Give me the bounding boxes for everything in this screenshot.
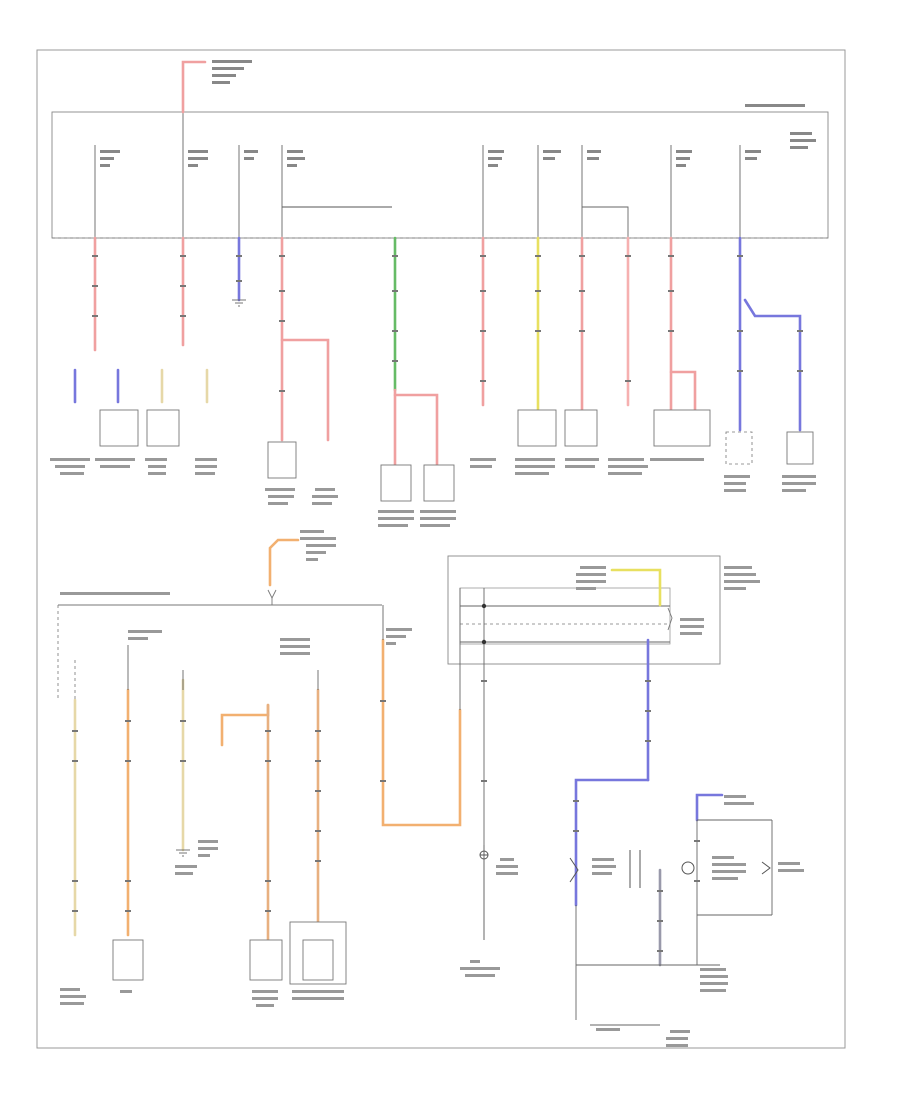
component-label-blocks-right — [460, 795, 804, 1047]
ground-symbols-lower — [176, 849, 190, 857]
relay-symbols — [479, 850, 771, 888]
component-label-blocks-lower — [60, 840, 344, 1007]
wire-ticks-top — [92, 255, 803, 392]
component-boxes-top — [99, 409, 814, 502]
page-frame — [36, 49, 846, 1049]
wire-group-lower — [73, 605, 462, 942]
component-label-blocks-top — [50, 458, 816, 527]
feed-label-lower — [300, 530, 336, 561]
feed-wire-lower — [268, 538, 300, 587]
module-right — [447, 555, 760, 940]
wire-ticks-lower — [72, 700, 386, 912]
wire-group-right — [483, 638, 773, 1026]
fuse-box-top — [51, 60, 829, 239]
fuse-box-lower — [57, 589, 412, 700]
component-boxes-lower — [112, 921, 347, 985]
wire-ticks-right — [481, 680, 700, 952]
feed-wire-top — [181, 60, 207, 114]
ground-symbol-top — [232, 299, 246, 307]
